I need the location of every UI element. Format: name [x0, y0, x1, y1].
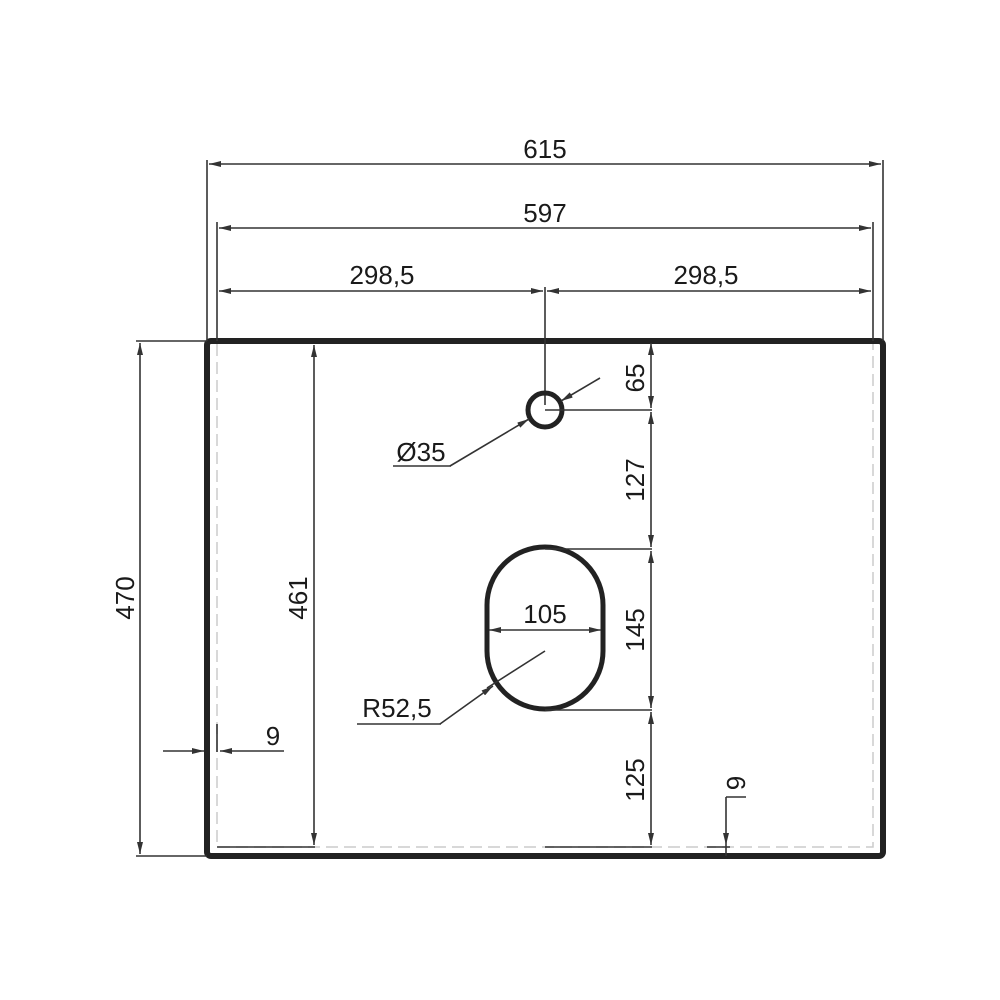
- dim-sink-radius: R52,5: [362, 693, 431, 723]
- dim-inner-width: 597: [523, 198, 566, 228]
- dim-sink-to-front: 125: [620, 758, 650, 801]
- faucet-hole: [393, 377, 652, 467]
- dim-sink-length: 145: [620, 608, 650, 651]
- dim-side-offset: 9: [266, 721, 280, 751]
- left-dimensions: [136, 340, 317, 857]
- dim-overall-depth: 470: [110, 576, 140, 619]
- dim-half-width-left: 298,5: [349, 260, 414, 290]
- dim-overall-width: 615: [523, 134, 566, 164]
- dim-sink-width: 105: [523, 599, 566, 629]
- dim-faucet-from-back: 65: [620, 364, 650, 393]
- dim-back-offset: 9: [721, 776, 751, 790]
- dim-faucet-to-sink: 127: [620, 458, 650, 501]
- dim-half-width-right: 298,5: [673, 260, 738, 290]
- top-dimensions: [206, 160, 884, 405]
- dim-faucet-diameter: Ø35: [396, 437, 445, 467]
- dim-inner-depth: 461: [283, 576, 313, 619]
- right-chain-dimensions: [545, 343, 746, 856]
- sink-cutout: [357, 544, 652, 725]
